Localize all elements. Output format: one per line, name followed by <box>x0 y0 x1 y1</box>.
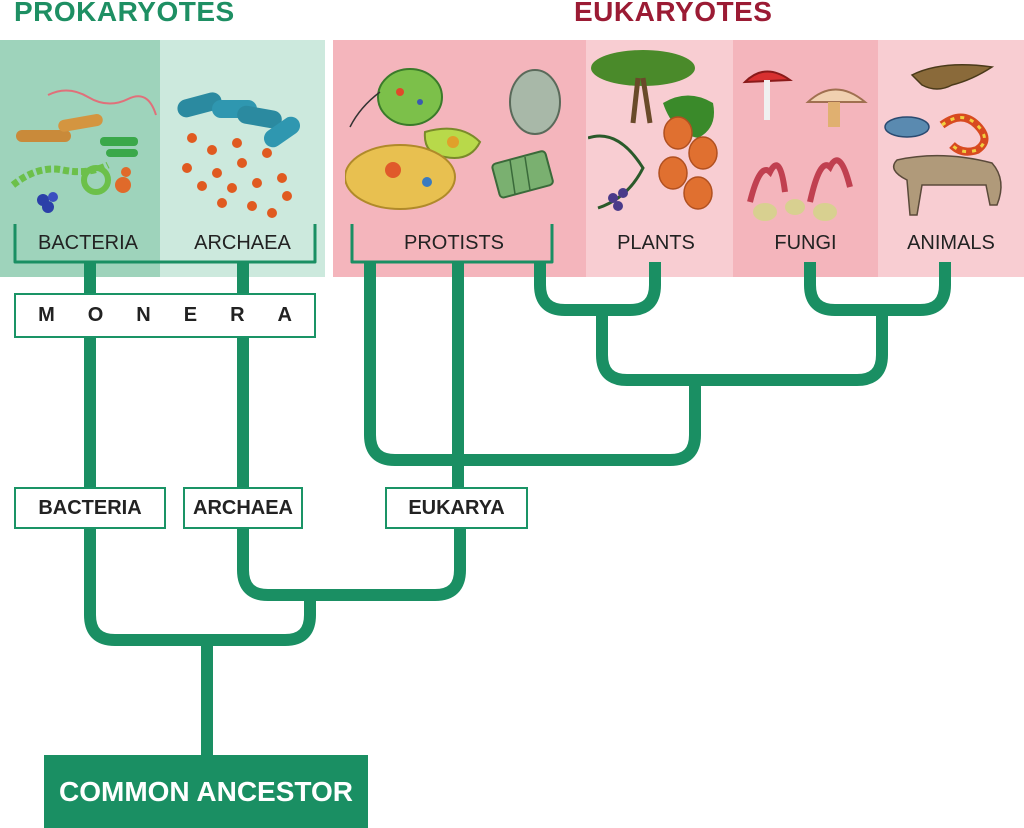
plants-label: PLANTS <box>617 232 695 254</box>
bacteria-illustration <box>10 89 157 213</box>
eukarya-domain-box: EUKARYA <box>385 487 528 529</box>
bacteria-domain-box: BACTERIA <box>14 487 166 529</box>
archaea-illustration <box>177 92 301 218</box>
fungi-label: FUNGI <box>774 232 837 254</box>
bacteria-label: BACTERIA <box>37 232 139 254</box>
bacteria-panel <box>0 40 160 277</box>
archaea-label: ARCHAEA <box>194 232 291 254</box>
fungi-illustration <box>742 70 868 221</box>
protists-illustration <box>345 68 561 210</box>
plants-illustration <box>588 50 718 211</box>
animals-illustration <box>884 64 1002 216</box>
common-ancestor-box: COMMON ANCESTOR <box>44 755 368 828</box>
archaea-domain-box: ARCHAEA <box>183 487 303 529</box>
protists-label: PROTISTS <box>403 232 504 254</box>
prokaryotes-heading: PROKARYOTES <box>14 0 235 27</box>
monera-box: MONERA <box>14 293 316 338</box>
eukaryotes-heading: EUKARYOTES <box>574 0 773 27</box>
animals-label: ANIMALS <box>907 232 995 254</box>
